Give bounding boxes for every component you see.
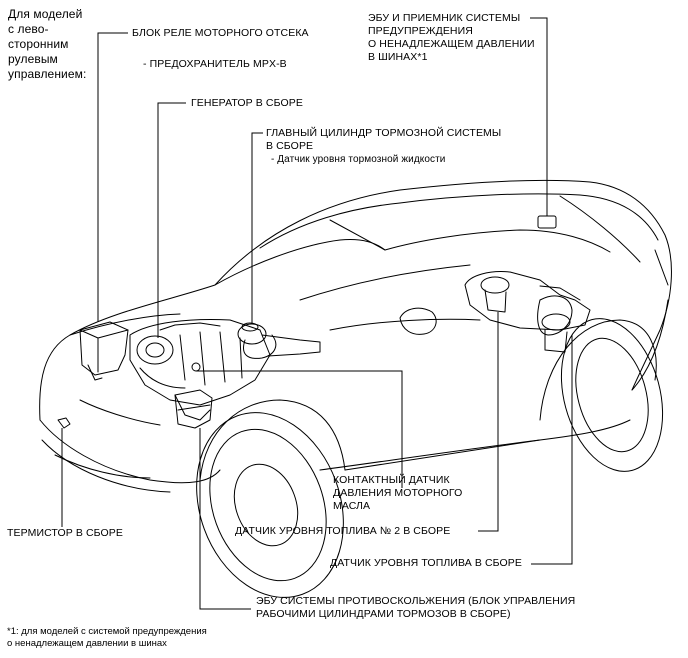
left-note-line: сторонним: [8, 37, 69, 51]
label-relay-block: БЛОК РЕЛЕ МОТОРНОГО ОТСЕКА: [132, 27, 309, 39]
left-note-line: Для моделей: [8, 7, 83, 21]
leader-relay-block: [97, 32, 128, 322]
leader-generator: [157, 102, 186, 338]
footnote-line: о ненадлежащем давлении в шинах: [7, 638, 167, 649]
label-line: МАСЛА: [333, 500, 371, 512]
left-note: Для моделей с лево- сторонним рулевым уп…: [8, 7, 86, 82]
left-note-line: рулевым: [8, 52, 58, 66]
left-note-line: с лево-: [8, 22, 49, 36]
label-relay-block-sub: - ПРЕДОХРАНИТЕЛЬ MPX-B: [143, 58, 287, 70]
label-generator: ГЕНЕРАТОР В СБОРЕ: [191, 97, 303, 109]
label-fuel-level: ДАТЧИК УРОВНЯ ТОПЛИВА В СБОРЕ: [330, 557, 523, 569]
leader-fuel-level: [531, 335, 573, 565]
label-line: ЭБУ СИСТЕМЫ ПРОТИВОСКОЛЬЖЕНИЯ (БЛОК УПРА…: [256, 595, 576, 607]
left-note-line: управлением:: [8, 67, 87, 81]
label-line: КОНТАКТНЫЙ ДАТЧИК: [333, 474, 450, 486]
car-body-outline: [39, 179, 672, 421]
footnote-line: *1: для моделей с системой предупреждени…: [7, 626, 207, 637]
label-line: РАБОЧИМИ ЦИЛИНДРАМИ ТОРМОЗОВ В СБОРЕ): [256, 608, 511, 620]
label-line: О НЕНАДЛЕЖАЩЕМ ДАВЛЕНИИ: [368, 38, 535, 50]
label-master-cylinder: ГЛАВНЫЙ ЦИЛИНДР ТОРМОЗНОЙ СИСТЕМЫ В СБОР…: [266, 127, 501, 153]
label-line: ГЛАВНЫЙ ЦИЛИНДР ТОРМОЗНОЙ СИСТЕМЫ: [266, 127, 502, 139]
label-line: ЭБУ И ПРИЕМНИК СИСТЕМЫ: [368, 12, 521, 24]
leader-master-cylinder: [251, 132, 263, 324]
label-fuel-level-2: ДАТЧИК УРОВНЯ ТОПЛИВА № 2 В СБОРЕ: [235, 525, 451, 537]
label-line: В СБОРЕ: [266, 140, 314, 152]
label-line: В ШИНАХ*1: [368, 51, 428, 63]
label-master-cylinder-sub: - Датчик уровня тормозной жидкости: [271, 154, 446, 165]
label-line: ДАВЛЕНИЯ МОТОРНОГО: [333, 487, 463, 499]
leader-abs: [199, 428, 251, 610]
label-line: ПРЕДУПРЕЖДЕНИЯ: [368, 25, 473, 37]
leader-tpms: [530, 17, 548, 216]
leader-oil-pressure: [196, 370, 403, 488]
label-tpms: ЭБУ И ПРИЕМНИК СИСТЕМЫ ПРЕДУПРЕЖДЕНИЯ О …: [368, 12, 535, 64]
footnote: *1: для моделей с системой предупреждени…: [7, 626, 207, 650]
label-thermistor: ТЕРМИСТОР В СБОРЕ: [7, 527, 124, 539]
label-oil-pressure: КОНТАКТНЫЙ ДАТЧИК ДАВЛЕНИЯ МОТОРНОГО МАС…: [333, 474, 462, 513]
leader-fuel-level-2: [478, 312, 499, 532]
label-abs-ecu: ЭБУ СИСТЕМЫ ПРОТИВОСКОЛЬЖЕНИЯ (БЛОК УПРА…: [256, 595, 575, 621]
